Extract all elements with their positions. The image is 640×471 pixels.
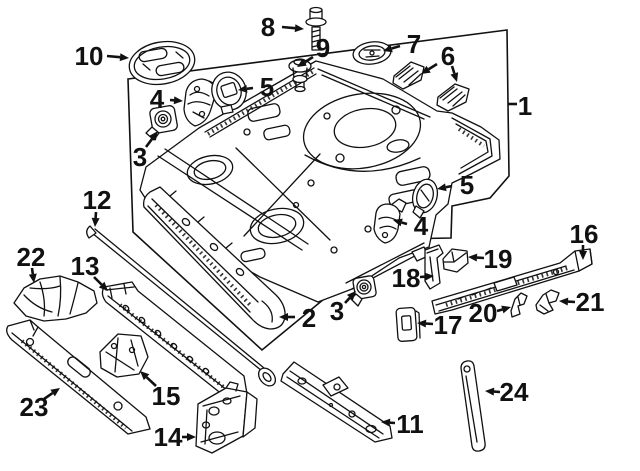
part-14-mount-bracket-art[interactable]	[195, 381, 258, 454]
callout-4[interactable]: 4	[150, 84, 165, 114]
leader-arrowhead	[28, 273, 37, 283]
leader-arrowhead	[50, 388, 60, 397]
leader-line	[445, 184, 453, 189]
leader-line	[93, 276, 103, 286]
leader-line	[144, 137, 154, 148]
callout-21[interactable]: 21	[576, 287, 605, 317]
part-24-brace-strut-art[interactable]	[460, 360, 486, 452]
part-15-gusset-art[interactable]	[99, 333, 149, 378]
leader-arrowhead	[381, 418, 391, 427]
part-2-crossmember-art[interactable]	[142, 186, 286, 330]
part-3-grommet-art-2[interactable]	[350, 275, 377, 307]
leader-arrowhead	[187, 433, 196, 441]
part-4-shell-bracket-art[interactable]	[183, 78, 220, 127]
leader-line	[427, 62, 438, 71]
callout-3[interactable]: 3	[133, 142, 147, 172]
leader-arrowhead	[485, 387, 495, 396]
callout-10[interactable]: 10	[75, 41, 104, 71]
callout-5-2[interactable]: 5	[460, 170, 474, 200]
leader-line	[344, 296, 351, 304]
leader-arrowhead	[501, 305, 511, 314]
leader-arrowhead	[417, 319, 427, 328]
callout-23[interactable]: 23	[20, 392, 49, 422]
leader-line	[106, 54, 121, 59]
part-17-plate-art[interactable]	[395, 306, 421, 342]
leader-arrowhead	[238, 84, 248, 93]
leader-line	[496, 308, 503, 313]
leader-line	[303, 55, 314, 64]
leader-line	[391, 44, 401, 50]
callout-9[interactable]: 9	[316, 33, 330, 63]
part-13-side-rail-art[interactable]	[101, 281, 248, 400]
callout-4-2[interactable]: 4	[414, 211, 429, 241]
part-5-oval-grommet-art-2[interactable]	[409, 176, 441, 219]
part-4-shell-bracket-art-2[interactable]	[373, 198, 407, 244]
leader-arrowhead	[468, 253, 478, 262]
leader-arrowhead	[421, 65, 431, 74]
leader-line	[145, 376, 157, 387]
part-11-crossmember-art[interactable]	[280, 361, 393, 443]
part-21-retainer-art[interactable]	[535, 289, 560, 315]
callout-2[interactable]: 2	[302, 303, 316, 333]
leader-arrowhead	[173, 96, 183, 105]
leader-arrowhead	[294, 24, 304, 33]
part-12-support-rod-art[interactable]	[86, 225, 279, 389]
callout-19[interactable]: 19	[484, 244, 513, 274]
callout-6[interactable]: 6	[441, 41, 455, 71]
leader-arrowhead	[140, 371, 150, 381]
callout-22[interactable]: 22	[17, 242, 46, 272]
callout-5[interactable]: 5	[260, 72, 274, 102]
part-23-sill-rail-art[interactable]	[6, 319, 151, 435]
leader-arrowhead	[579, 251, 587, 260]
part-16-side-rail-art[interactable]	[431, 248, 593, 315]
callout-15[interactable]: 15	[152, 381, 181, 411]
callout-16[interactable]: 16	[570, 219, 599, 249]
callout-20[interactable]: 20	[469, 298, 498, 328]
part-6-wedge-bracket-art-2[interactable]	[436, 83, 470, 112]
leader-arrowhead	[437, 183, 447, 192]
leader-arrowhead	[559, 297, 569, 306]
leader-arrowhead	[393, 218, 403, 227]
callout-8[interactable]: 8	[261, 12, 275, 42]
part-22-bracket-art[interactable]	[13, 275, 98, 322]
callout-14[interactable]: 14	[154, 422, 183, 452]
leader-arrowhead	[149, 131, 158, 141]
leader-arrowhead	[450, 72, 459, 82]
callout-11[interactable]: 11	[396, 409, 424, 439]
part-19-box-bracket-art[interactable]	[442, 248, 469, 273]
leader-line	[246, 86, 254, 91]
callout-17[interactable]: 17	[434, 310, 463, 340]
leader-arrowhead	[98, 281, 108, 291]
part-10-cover-plate-art[interactable]	[126, 37, 198, 90]
leader-arrowhead	[383, 44, 393, 53]
leader-line	[30, 267, 35, 275]
leader-arrowhead	[297, 58, 307, 67]
leader-line	[43, 392, 54, 401]
callout-12[interactable]: 12	[83, 185, 112, 215]
callout-7[interactable]: 7	[407, 29, 421, 59]
leader-line	[401, 221, 408, 226]
part-3-grommet-art[interactable]	[145, 105, 178, 141]
callout-3-2[interactable]: 3	[330, 296, 344, 326]
callout-24[interactable]: 24	[500, 377, 529, 407]
part-7-oval-cap-art[interactable]	[352, 39, 393, 66]
callout-18[interactable]: 18	[392, 263, 421, 293]
part-1-floor-pan-art[interactable]	[139, 60, 501, 303]
leader-arrowhead	[346, 291, 356, 301]
leader-arrowhead	[279, 313, 288, 321]
leader-line	[281, 25, 296, 30]
callout-13[interactable]: 13	[71, 251, 100, 281]
leader-line	[450, 65, 456, 74]
part-8-bolt-art[interactable]	[305, 6, 327, 51]
callout-1[interactable]: 1	[518, 91, 532, 121]
leader-arrowhead	[424, 272, 434, 281]
part-6-wedge-bracket-art[interactable]	[392, 61, 425, 90]
leader-arrowhead	[119, 53, 129, 62]
part-20-clip-art[interactable]	[510, 292, 528, 318]
leader-arrowhead	[91, 217, 100, 227]
